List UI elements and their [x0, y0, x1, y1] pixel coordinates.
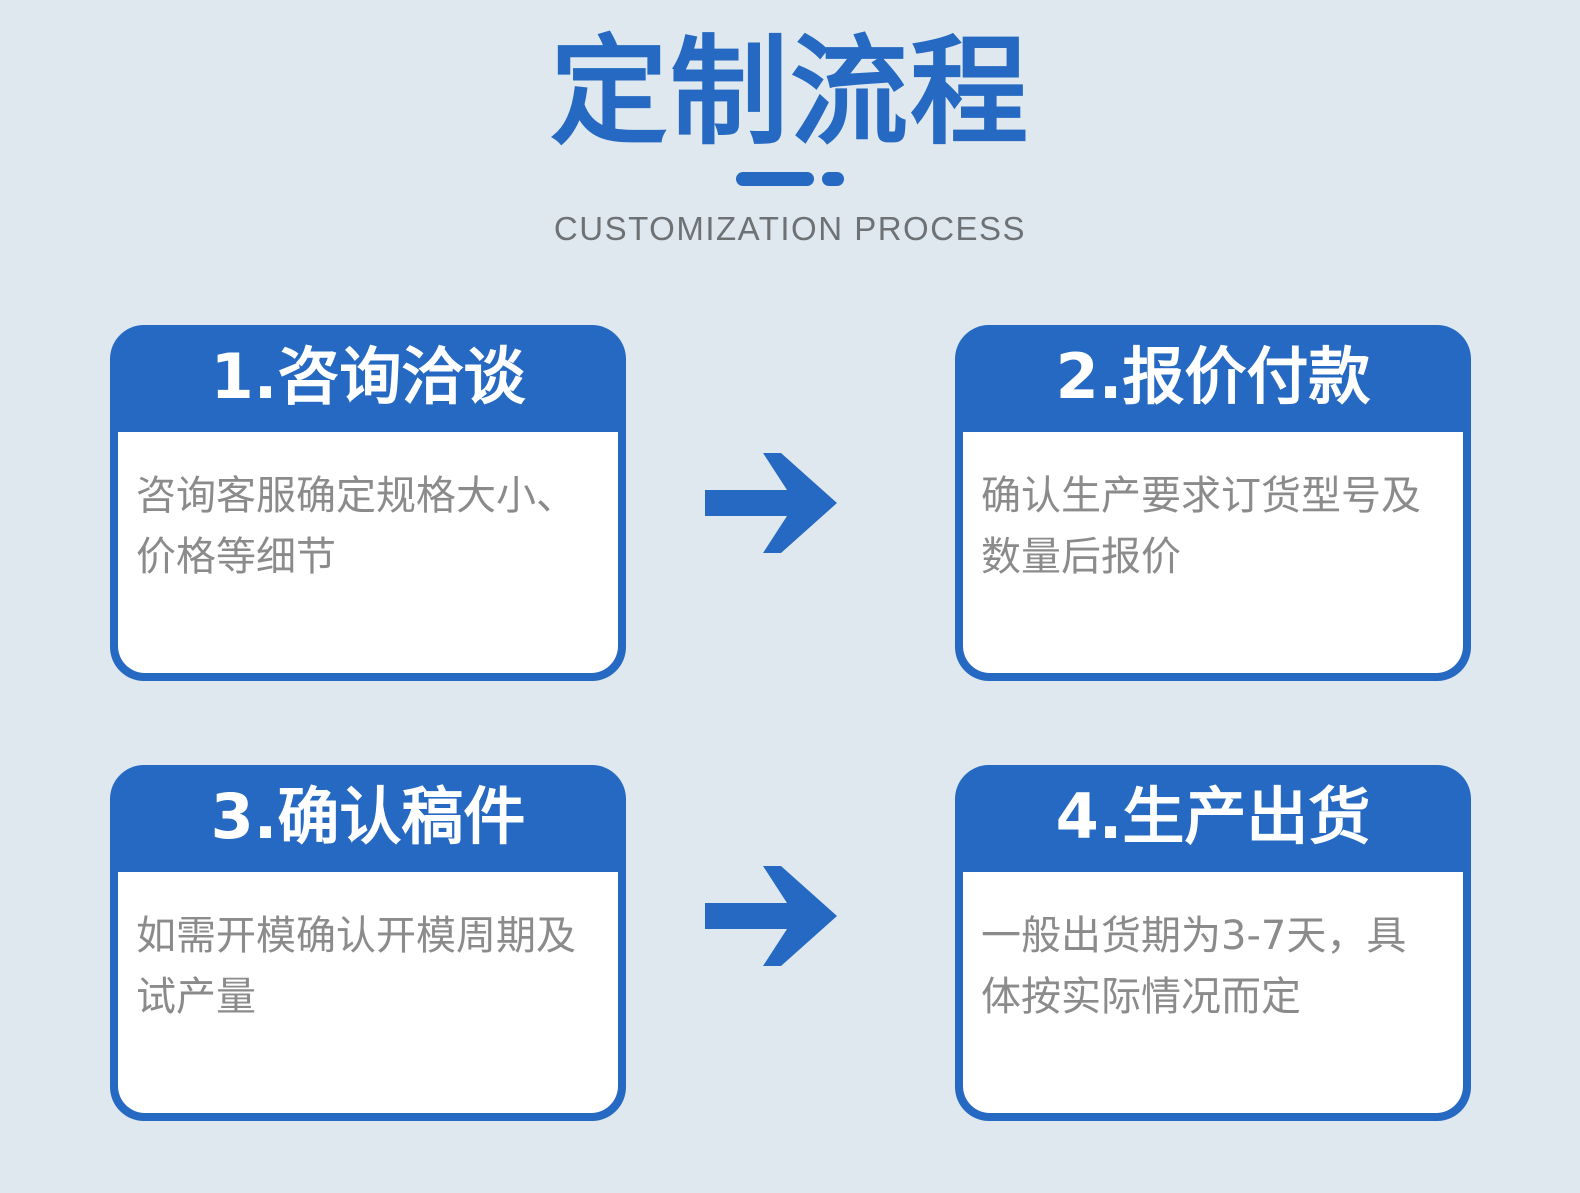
- divider-long-segment: [736, 172, 814, 187]
- step-card-2-body: 确认生产要求订货型号及数量后报价: [963, 432, 1463, 673]
- header: 定制流程 CUSTOMIZATION PROCESS: [0, 0, 1580, 248]
- page-subtitle: CUSTOMIZATION PROCESS: [553, 210, 1027, 248]
- divider-short-segment: [822, 172, 844, 187]
- step-card-4-body: 一般出货期为3-7天，具体按实际情况而定: [963, 872, 1463, 1113]
- page-title: 定制流程: [549, 23, 1030, 161]
- step-card-3-title: 3.确认稿件: [210, 779, 526, 853]
- step-card-2: 2.报价付款 确认生产要求订货型号及数量后报价: [955, 325, 1471, 681]
- dash-divider-icon: [736, 172, 844, 187]
- step-card-4: 4.生产出货 一般出货期为3-7天，具体按实际情况而定: [955, 765, 1471, 1121]
- arrow-right-icon: [705, 445, 841, 561]
- step-card-2-title: 2.报价付款: [1055, 339, 1371, 413]
- step-card-4-title: 4.生产出货: [1055, 779, 1371, 853]
- step-card-1-title: 1.咨询洽谈: [210, 339, 526, 413]
- step-card-3: 3.确认稿件 如需开模确认开模周期及试产量: [110, 765, 626, 1121]
- arrow-right-icon: [705, 858, 841, 974]
- step-card-3-body: 如需开模确认开模周期及试产量: [118, 872, 618, 1113]
- step-card-1: 1.咨询洽谈 咨询客服确定规格大小、价格等细节: [110, 325, 626, 681]
- step-card-1-body: 咨询客服确定规格大小、价格等细节: [118, 432, 618, 673]
